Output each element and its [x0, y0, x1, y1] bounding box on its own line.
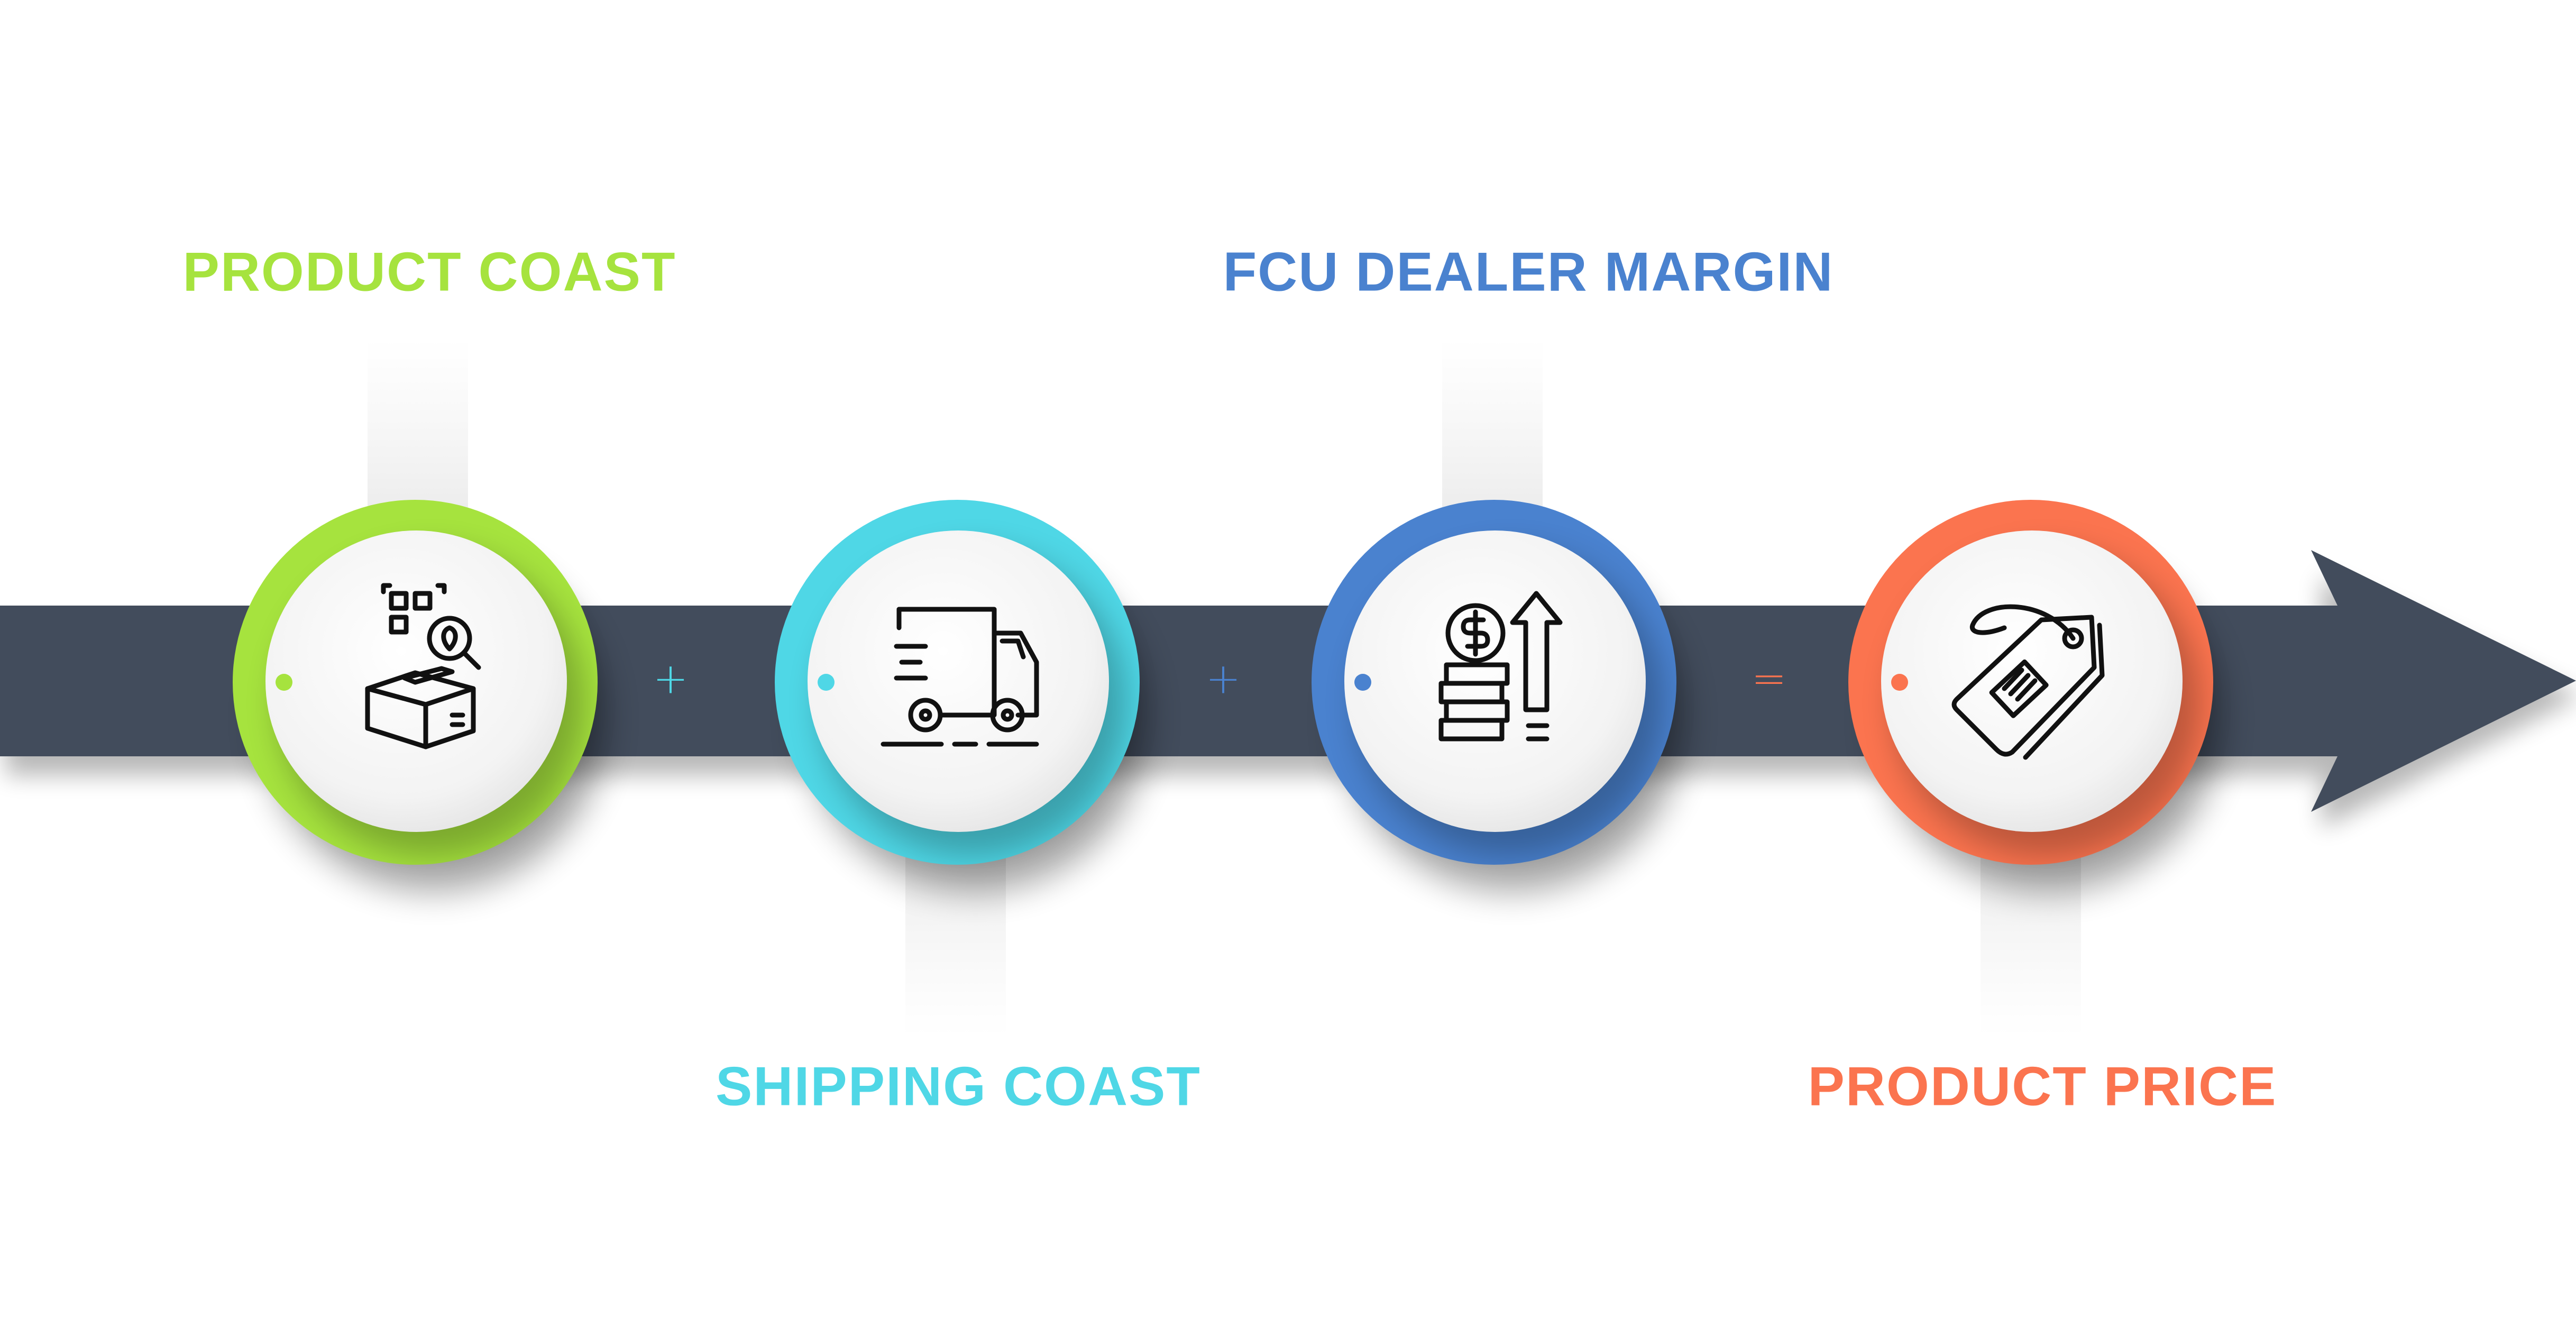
- step-title-product-price: PRODUCT PRICE: [1808, 1056, 2277, 1118]
- step-node-2: [775, 500, 1150, 894]
- delivery-truck-icon: [881, 607, 1039, 747]
- stem-fcu-dealer-margin: [1442, 338, 1543, 513]
- stem-product-coast: [368, 338, 468, 513]
- box-qr-location-icon: [365, 583, 481, 749]
- plus-operator-2: +: [1205, 654, 1241, 703]
- coins-arrow-up-icon: [1438, 591, 1563, 742]
- price-tag-icon: [1951, 604, 2105, 760]
- step-node-1: [233, 500, 608, 894]
- step-title-product-coast: PRODUCT COAST: [182, 241, 676, 303]
- plus-operator-1: +: [653, 654, 689, 703]
- equals-operator: =: [1751, 654, 1787, 703]
- step-node-4: [1848, 500, 2224, 894]
- step-node-3: [1312, 500, 1687, 894]
- step-title-fcu-dealer-margin: FCU DEALER MARGIN: [1223, 241, 1834, 303]
- step-title-shipping-coast: SHIPPING COAST: [716, 1056, 1201, 1118]
